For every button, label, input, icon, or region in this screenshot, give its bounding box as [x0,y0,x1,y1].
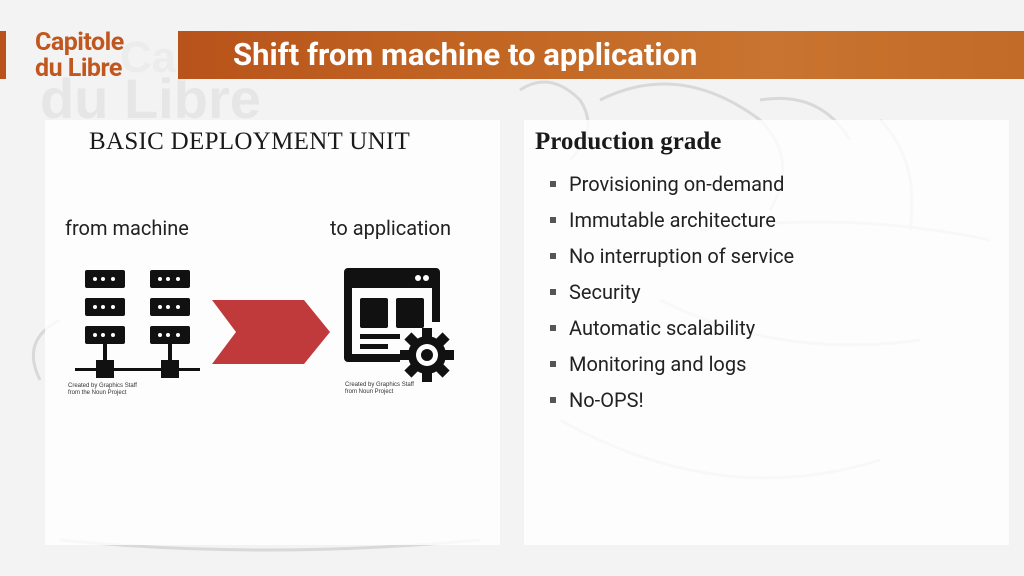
bullet-text: Monitoring and logs [569,352,747,376]
gear-icon [400,328,454,382]
from-machine-label: from machine [65,216,189,240]
production-grade-list: Provisioning on-demand Immutable archite… [550,172,794,424]
header-band [178,31,1024,79]
bullet-icon [550,361,556,367]
list-item: Provisioning on-demand [550,172,794,208]
server-rack-icon [75,270,200,378]
production-grade-title: Production grade [535,128,722,155]
application-window-icon [344,268,440,362]
credit-right: Created by Graphics Staff from Noun Proj… [345,382,414,396]
bullet-text: Provisioning on-demand [569,172,785,196]
bullet-text: Immutable architecture [569,208,776,232]
list-item: No-OPS! [550,388,794,424]
bullet-icon [550,289,556,295]
bullet-icon [550,253,556,259]
to-application-label: to application [330,216,451,240]
bullet-text: No-OPS! [569,388,644,412]
left-accent-bar [0,31,6,79]
basic-deployment-title: BASIC DEPLOYMENT UNIT [89,128,411,155]
bullet-icon [550,397,556,403]
list-item: Automatic scalability [550,316,794,352]
logo-line-2: du Libre [35,54,122,83]
logo-line-1: Capitole [35,28,124,57]
list-item: No interruption of service [550,244,794,280]
list-item: Monitoring and logs [550,352,794,388]
list-item: Immutable architecture [550,208,794,244]
slide-title: Shift from machine to application [233,36,698,73]
list-item: Security [550,280,794,316]
bullet-text: Automatic scalability [569,316,756,340]
bullet-text: No interruption of service [569,244,795,268]
arrow-right-icon [212,300,330,364]
credit-right-line-1: Created by Graphics Staff [345,382,414,388]
bullet-icon [550,325,556,331]
bullet-text: Security [569,280,641,304]
credit-left-line-1: Created by Graphics Staff [68,383,137,389]
credit-right-line-2: from Noun Project [345,389,394,395]
bullet-icon [550,181,556,187]
bullet-icon [550,217,556,223]
right-panel [524,120,1009,545]
credit-left-line-2: from the Noun Project [68,390,127,396]
credit-left: Created by Graphics Staff from the Noun … [68,383,137,397]
